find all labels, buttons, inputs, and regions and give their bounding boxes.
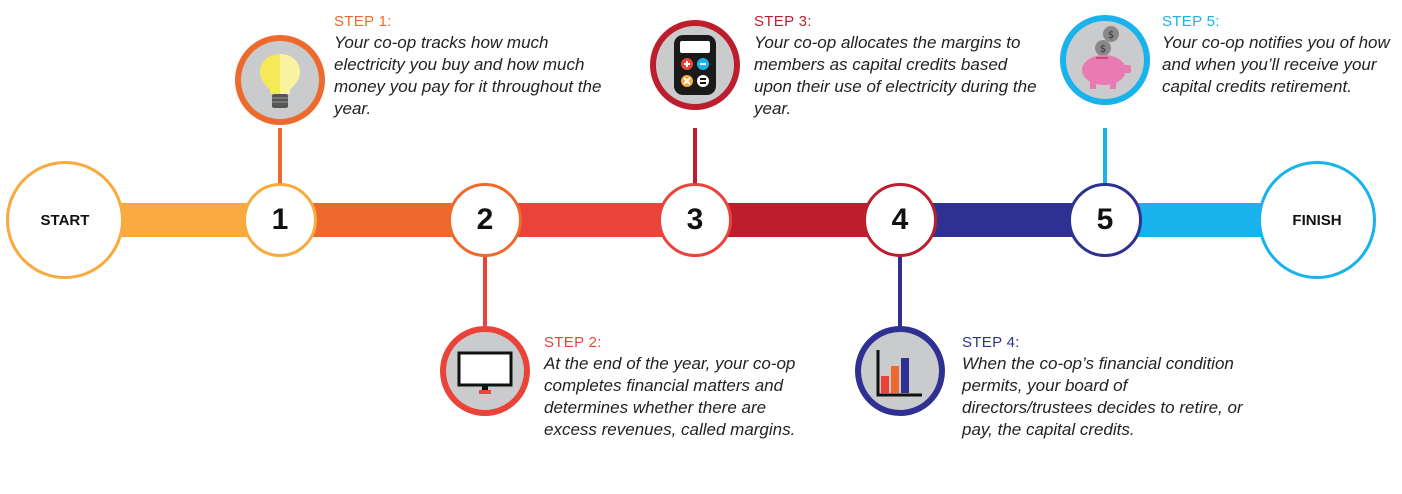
step-2-number: 2 xyxy=(476,203,494,236)
step-1-connector xyxy=(278,128,282,185)
step-5-connector xyxy=(1103,128,1107,185)
step-1-heading: STEP 1: xyxy=(334,13,392,30)
step-4-connector xyxy=(898,255,902,331)
start-label: START xyxy=(40,211,90,229)
step-5-text: Your co-op notifies you of how and when … xyxy=(1162,33,1390,96)
step-4-number: 4 xyxy=(891,203,909,236)
step-2-text: At the end of the year, your co-op compl… xyxy=(544,354,796,439)
step-5-number: 5 xyxy=(1096,203,1114,236)
step-3-connector xyxy=(693,128,697,185)
svg-text:$: $ xyxy=(1100,44,1106,55)
step-5-description: STEP 5: Your co-op notifies you of how a… xyxy=(1162,13,1398,98)
start-node: START xyxy=(6,161,124,279)
monitor-icon xyxy=(440,326,530,416)
step-4-node: 4 xyxy=(863,183,937,257)
step-2-connector xyxy=(483,255,487,331)
step-3-text: Your co-op allocates the margins to memb… xyxy=(754,33,1037,118)
step-4-text: When the co-op’s financial condition per… xyxy=(962,354,1243,439)
bar-chart-icon xyxy=(855,326,945,416)
svg-text:$: $ xyxy=(1108,30,1114,41)
step-3-number: 3 xyxy=(686,203,704,236)
step-1-description: STEP 1: Your co-op tracks how much elect… xyxy=(334,13,624,120)
step-5-node: 5 xyxy=(1068,183,1142,257)
step-3-node: 3 xyxy=(658,183,732,257)
step-1-number: 1 xyxy=(271,203,289,236)
step-4-heading: STEP 4: xyxy=(962,334,1020,351)
step-2-description: STEP 2: At the end of the year, your co-… xyxy=(544,334,799,441)
step-2-heading: STEP 2: xyxy=(544,334,602,351)
step-1-text: Your co-op tracks how much electricity y… xyxy=(334,33,602,118)
step-5-heading: STEP 5: xyxy=(1162,13,1220,30)
finish-label: FINISH xyxy=(1292,211,1342,229)
finish-node: FINISH xyxy=(1258,161,1376,279)
calculator-icon xyxy=(650,20,740,110)
step-2-node: 2 xyxy=(448,183,522,257)
step-3-description: STEP 3: Your co-op allocates the margins… xyxy=(754,13,1049,120)
step-3-heading: STEP 3: xyxy=(754,13,812,30)
lightbulb-icon xyxy=(235,35,325,125)
step-4-description: STEP 4: When the co-op’s financial condi… xyxy=(962,334,1262,441)
piggy-bank-icon: $ $ xyxy=(1060,15,1150,105)
step-1-node: 1 xyxy=(243,183,317,257)
